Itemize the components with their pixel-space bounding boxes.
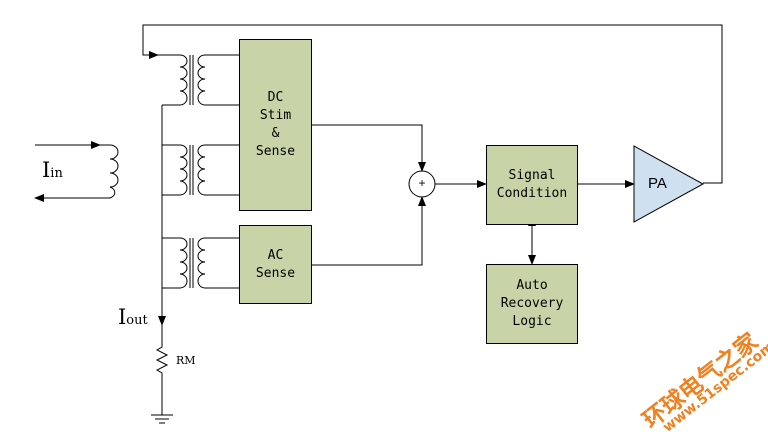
dc-line-3: & (271, 126, 280, 141)
auto-recovery-block: Auto Recovery Logic (486, 264, 578, 344)
ac-line-1: AC (267, 247, 284, 263)
transformer3-secondary (197, 237, 240, 289)
iin-sub: in (50, 166, 63, 181)
ac-sense-block: AC Sense (239, 225, 312, 304)
dc-line-2: Stim (259, 108, 292, 123)
dc-line-4: Sense (255, 144, 296, 159)
pa-label: PA (648, 175, 667, 192)
iin-label: Iin (42, 158, 63, 182)
signal-line-2: Condition (496, 186, 568, 201)
input-coil (100, 144, 119, 199)
transformer3-primary (162, 237, 188, 289)
transformer1-secondary (197, 54, 240, 106)
iout-sub: out (126, 313, 148, 328)
signal-condition-block: Signal Condition (486, 145, 578, 225)
iout-label: Iout (118, 305, 148, 329)
amplifier-triangle (633, 145, 705, 223)
ac-to-summer (312, 196, 426, 266)
signal-line-1: Signal (508, 168, 556, 183)
iin-main: I (42, 158, 51, 182)
recovery-line-3: Logic (512, 314, 552, 329)
recovery-line-1: Auto (516, 278, 548, 293)
summer-label: + (418, 176, 426, 190)
transformer2-secondary (197, 144, 240, 196)
iout-main: I (118, 305, 127, 329)
dc-line-1: DC (267, 90, 284, 105)
resistor-label: RM (176, 354, 196, 367)
dc-stim-sense-block: DC Stim & Sense (239, 39, 312, 211)
feedback-wire (142, 24, 723, 184)
dc-to-summer (312, 124, 426, 172)
recovery-line-2: Recovery (500, 296, 564, 311)
transformer1-primary (158, 54, 188, 106)
transformer2-primary (162, 144, 188, 196)
ac-line-2: Sense (255, 265, 296, 281)
resistor-rm (155, 342, 169, 415)
